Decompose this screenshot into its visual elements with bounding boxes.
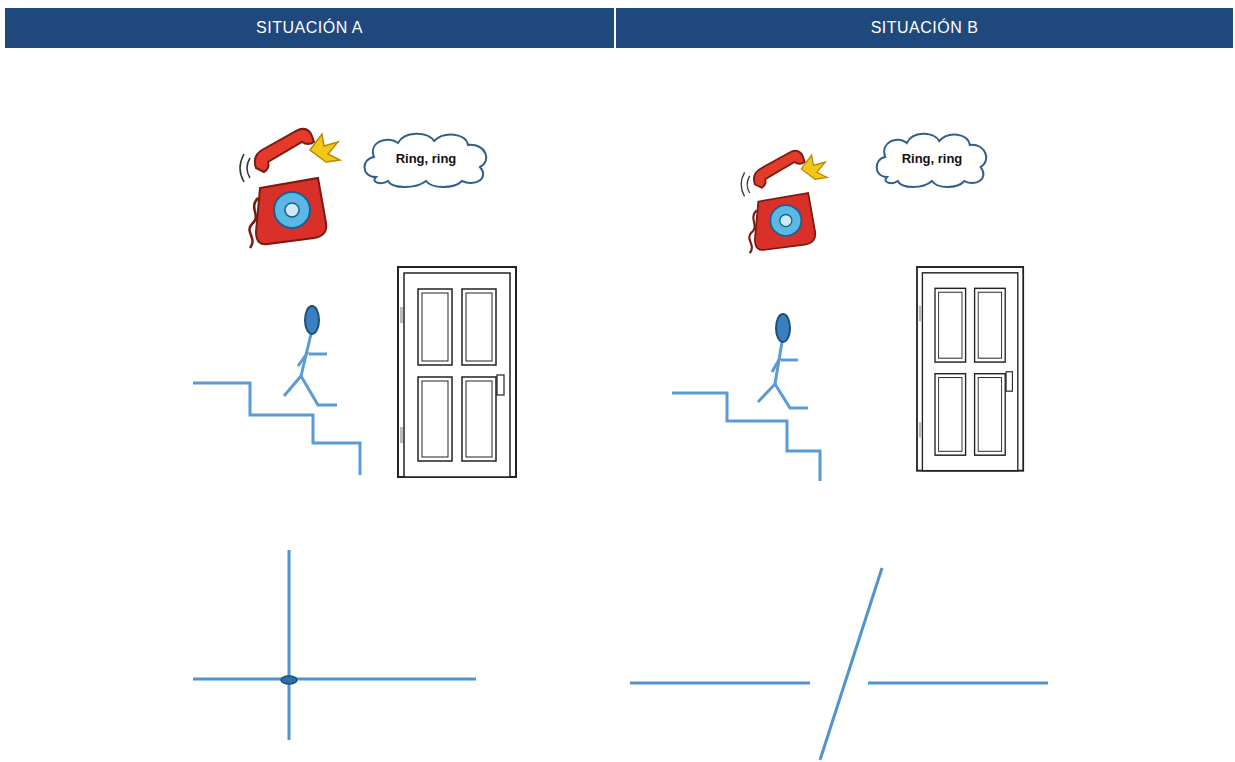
leg-line — [284, 376, 301, 396]
arm-line — [781, 359, 798, 362]
horizontal-line — [868, 682, 1048, 685]
leg-line — [758, 384, 775, 402]
speech-cloud: Ring, ring — [869, 127, 995, 189]
speech-cloud: Ring, ring — [356, 127, 496, 189]
stick-figure — [758, 342, 808, 408]
header-band: SITUACIÓN B — [616, 8, 1233, 48]
header-text: SITUACIÓN A — [256, 19, 363, 37]
figure-head — [305, 306, 319, 334]
vertical-line — [288, 550, 291, 740]
stairs — [193, 383, 360, 475]
horizontal-line — [630, 682, 810, 685]
leg-line — [775, 384, 808, 408]
cloud-shape — [364, 134, 486, 187]
cloud-shape — [877, 134, 987, 187]
header-text: SITUACIÓN B — [871, 19, 979, 37]
arm-line — [298, 352, 308, 366]
intersection-dot — [281, 676, 297, 684]
leg-line — [301, 376, 337, 405]
figure-head — [776, 314, 790, 342]
telephone — [240, 129, 340, 248]
sound-text: Ring, ring — [902, 151, 963, 166]
arm-line — [772, 358, 780, 372]
telephone — [741, 151, 827, 253]
stairs — [672, 393, 820, 481]
sound-text: Ring, ring — [396, 151, 457, 166]
header-band: SITUACIÓN A — [5, 8, 614, 48]
stick-figure — [284, 334, 337, 405]
arm-line — [309, 353, 327, 356]
door — [398, 267, 516, 477]
horizontal-line — [193, 678, 476, 681]
slanted-line — [820, 568, 882, 760]
door — [917, 267, 1023, 471]
